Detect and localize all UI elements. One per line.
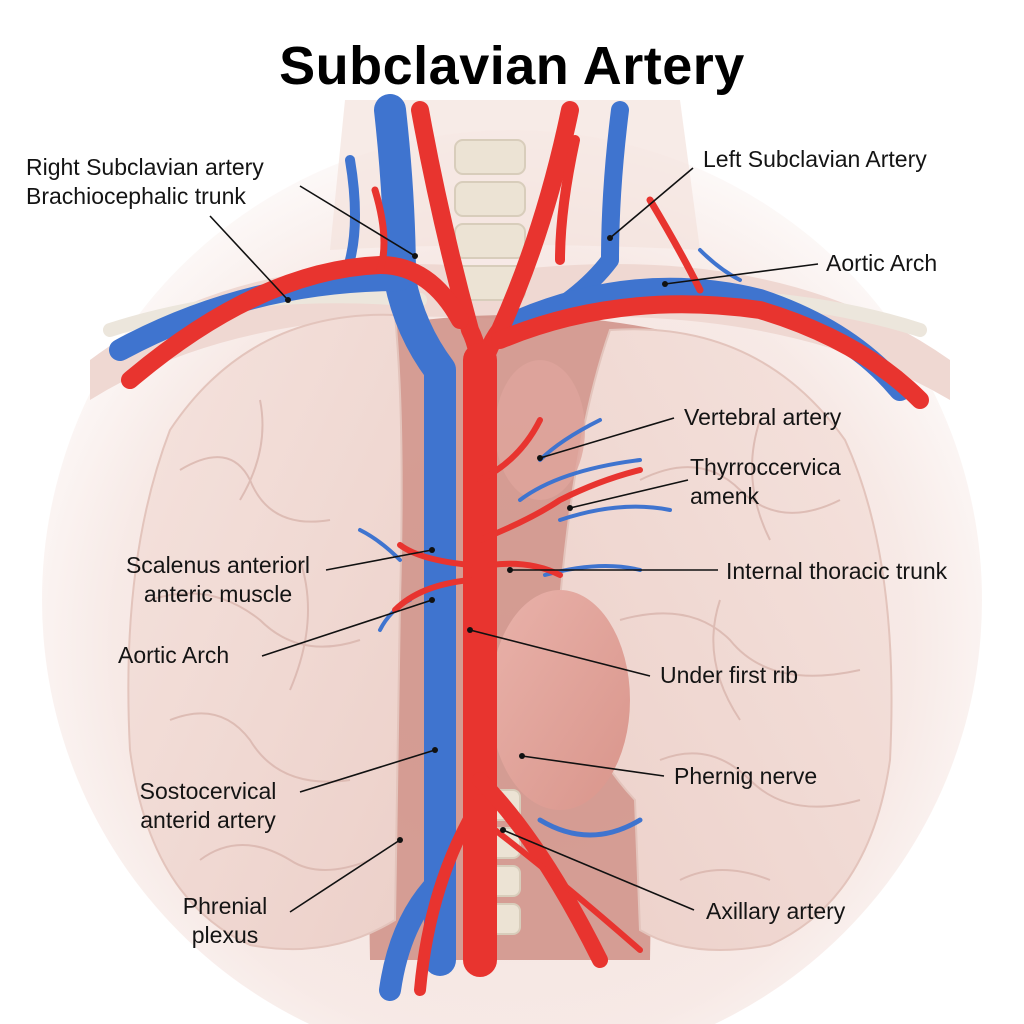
leader-dots [285,235,668,843]
label-text: plexus [191,922,259,948]
lung-texture [149,399,861,881]
label-text: anterid artery [140,807,276,833]
label-under-first-rib: Under first rib [660,662,799,688]
label-scalenus: Scalenus anteriorl anteric muscle [108,551,328,609]
label-aortic-arch-top: Aortic Arch [826,250,938,276]
label-text: anteric muscle [143,581,293,607]
label-text: Scalenus anteriorl [125,552,311,578]
label-phrenic-plexus: Phrenial plexus [170,892,280,950]
label-text: Sostocervical [139,778,277,804]
page-title: Subclavian Artery [279,36,745,96]
heart-upper [495,360,585,500]
label-text: Thyrroccervica [690,454,841,480]
label-text: Phrenial [182,893,268,919]
heart [490,590,630,810]
label-left-subclavian: Left Subclavian Artery [703,146,927,172]
leader-lines [209,167,819,913]
label-vertebral-artery: Vertebral artery [684,404,842,430]
label-aortic-arch-left: Aortic Arch [118,642,230,668]
label-axillary-artery: Axillary artery [706,898,846,924]
label-thyrocervical: Thyrroccervica amenk [690,453,841,511]
label-right-subclavian: Right Subclavian artery Brachiocephalic … [26,153,264,211]
label-internal-thoracic: Internal thoracic trunk [726,558,948,584]
label-text: Brachiocephalic trunk [26,183,246,209]
label-text: amenk [690,483,760,509]
label-costocervical: Sostocervical anterid artery [116,777,300,835]
label-text: Right Subclavian artery [26,154,264,180]
arteries [121,101,929,996]
label-phrenic-nerve: Phernig nerve [674,763,818,789]
